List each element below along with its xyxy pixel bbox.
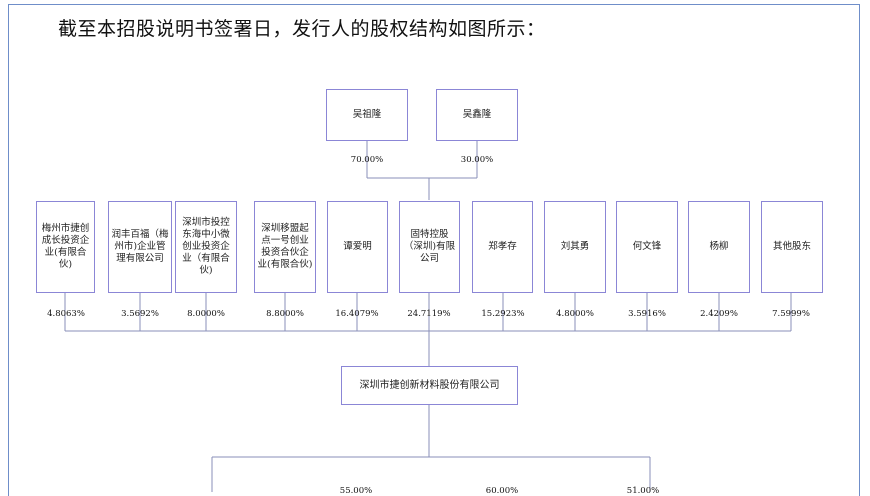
shareholder-pct: 4.8000% xyxy=(556,309,594,319)
shareholder-box: 其他股东 xyxy=(761,201,823,293)
shareholder-pct: 3.5692% xyxy=(121,309,159,319)
shareholder-box: 刘其勇 xyxy=(544,201,606,293)
shareholder-name: 郑孝存 xyxy=(488,241,517,252)
controller-name: 吴祖隆 xyxy=(352,109,382,120)
shareholder-pct: 8.8000% xyxy=(266,309,304,319)
controller-name: 吴鑫隆 xyxy=(462,109,492,120)
shareholder-name: 刘其勇 xyxy=(560,241,590,252)
shareholder-pct: 15.2923% xyxy=(481,309,525,319)
shareholder-box: 梅州市捷创成长投资企业(有限合伙) xyxy=(36,201,95,293)
page-border xyxy=(8,4,860,496)
shareholder-box: 固特控股（深圳)有限公司 xyxy=(399,201,460,293)
shareholder-pct: 8.0000% xyxy=(187,309,225,319)
shareholder-box: 深圳移盟起点一号创业投资合伙企业(有限合伙) xyxy=(254,201,316,293)
shareholder-box: 谭爱明 xyxy=(327,201,388,293)
shareholder-name: 固特控股（深圳)有限公司 xyxy=(403,229,456,264)
shareholder-name: 润丰百福（梅州市)企业管理有限公司 xyxy=(111,229,169,264)
shareholder-name: 深圳移盟起点一号创业投资合伙企业(有限合伙) xyxy=(257,223,313,270)
shareholder-box: 深圳市投控东海中小微创业投资企业（有限合伙) xyxy=(175,201,237,293)
subsidiary-pct: 55.00% xyxy=(339,486,373,496)
page-heading: 截至本招股说明书签署日，发行人的股权结构如图所示： xyxy=(58,18,546,40)
controller-pct: 70.00% xyxy=(350,155,384,165)
shareholder-name: 杨柳 xyxy=(709,241,729,252)
shareholder-box: 郑孝存 xyxy=(472,201,533,293)
shareholder-name: 其他股东 xyxy=(772,241,811,252)
subsidiary-pct: 60.00% xyxy=(485,486,519,496)
issuer-box: 深圳市捷创新材料股份有限公司 xyxy=(341,366,518,405)
shareholder-box: 润丰百福（梅州市)企业管理有限公司 xyxy=(108,201,172,293)
shareholder-name: 何文锋 xyxy=(632,241,662,252)
shareholder-pct: 3.5916% xyxy=(628,309,666,319)
shareholder-name: 深圳市投控东海中小微创业投资企业（有限合伙) xyxy=(182,217,230,276)
shareholder-pct: 4.8063% xyxy=(47,309,85,319)
shareholder-pct: 7.5999% xyxy=(772,309,810,319)
shareholder-pct: 24.7119% xyxy=(407,309,451,319)
shareholder-pct: 16.4079% xyxy=(335,309,379,319)
shareholder-box: 何文锋 xyxy=(616,201,678,293)
subsidiary-pct: 51.00% xyxy=(626,486,660,496)
shareholder-pct: 2.4209% xyxy=(700,309,738,319)
issuer-name: 深圳市捷创新材料股份有限公司 xyxy=(359,379,500,391)
controller-pct: 30.00% xyxy=(460,155,494,165)
shareholder-box: 杨柳 xyxy=(688,201,750,293)
controller-box-wu-zulong: 吴祖隆 xyxy=(326,89,408,141)
controller-box-wu-xinlong: 吴鑫隆 xyxy=(436,89,518,141)
shareholder-name: 梅州市捷创成长投资企业(有限合伙) xyxy=(41,223,90,270)
shareholder-name: 谭爱明 xyxy=(343,241,372,252)
